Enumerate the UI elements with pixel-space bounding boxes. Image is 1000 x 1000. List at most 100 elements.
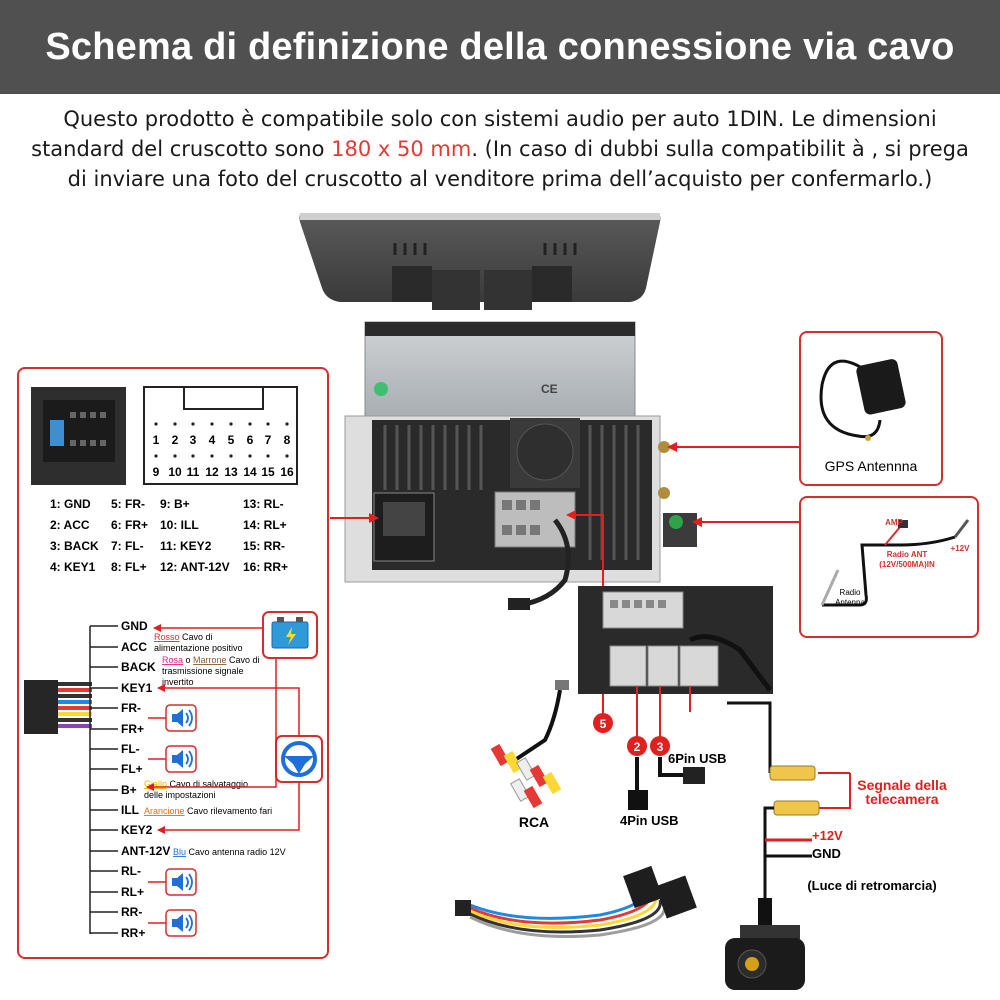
camera-signal-label-2: telecamera <box>865 791 938 807</box>
speaker-icon <box>148 745 197 773</box>
battery-icon <box>262 611 318 659</box>
intro-line-2-post: . (In caso di dubbi sulla compatibilit à… <box>471 137 969 161</box>
wire-label: FR+ <box>121 722 144 736</box>
wire-label: FR- <box>121 701 141 715</box>
svg-text:3: 3 <box>657 740 664 754</box>
connector-pin-label: 8 <box>284 433 291 447</box>
usb4-label: 4Pin USB <box>620 813 679 828</box>
chassis <box>364 321 636 418</box>
pin-table-cell: 8: FL+ <box>111 560 147 574</box>
note-bplus-line2: delle impostazioni <box>144 790 216 800</box>
wire-label: ANT-12V <box>121 844 170 858</box>
connector-pin-label: 10 <box>168 465 182 479</box>
connector-pin-label: 3 <box>190 433 197 447</box>
connector-pin-label: 13 <box>224 465 238 479</box>
pin-table-cell: 4: KEY1 <box>50 560 96 574</box>
reverse-light-label: (Luce di retromarcia) <box>807 878 936 893</box>
badge-2: 2 <box>627 736 647 756</box>
usb6-label: 6Pin USB <box>668 751 727 766</box>
pin-table-cell: 3: BACK <box>50 539 99 553</box>
connector-pin-label: 12 <box>205 465 219 479</box>
intro-line-2-pre: standard del cruscotto sono <box>31 137 332 161</box>
speaker-icon <box>148 868 197 896</box>
connector-pin-label: 11 <box>187 465 200 479</box>
wire-label: ILL <box>121 803 139 817</box>
svg-text:2: 2 <box>634 740 641 754</box>
intro-text: Questo prodotto è compatibile solo con s… <box>10 104 990 194</box>
pin-table-cell: 14: RL+ <box>243 518 287 532</box>
connector-pin-label: 14 <box>243 465 257 479</box>
wire-label: RR+ <box>121 926 145 940</box>
radio-ant-label-1: Radio ANT <box>887 550 928 559</box>
header-banner: Schema di definizione della connessione … <box>0 0 1000 94</box>
pin-panel <box>17 367 329 959</box>
radio-ant-label-2: (12V/500MA)IN <box>879 560 935 569</box>
pin-table-cell: 16: RR+ <box>243 560 288 574</box>
speaker-icon <box>148 704 197 732</box>
radio-label-2: Antenna <box>835 598 865 607</box>
badge-3: 3 <box>650 736 670 756</box>
wire-notes: Rosso Cavo di alimentazione positivo Ros… <box>144 632 286 857</box>
note-bplus-line1: Giallo Cavo di salvataggio <box>144 779 248 789</box>
note-ant: Blu Cavo antenna radio 12V <box>173 847 286 857</box>
wire-label: KEY1 <box>121 681 153 695</box>
page-title: Schema di definizione della connessione … <box>45 25 955 68</box>
camera-plus12v-label: +12V <box>812 828 843 843</box>
connector-pin-label: 15 <box>261 465 275 479</box>
intro-line-3: di inviare una foto del cruscotto al ven… <box>67 167 933 191</box>
connector-pin-label: 5 <box>228 433 235 447</box>
wire-label: GND <box>121 619 148 633</box>
note-back-line1: Rosa o Marrone Cavo di <box>162 655 260 665</box>
speaker-icon <box>148 909 197 937</box>
radio-antenna-panel <box>799 496 979 638</box>
ce-mark: CE <box>541 382 558 396</box>
pin-table-cell: 7: FL- <box>111 539 144 553</box>
connector-pin-label: 6 <box>247 433 254 447</box>
pin-table-cell: 15: RR- <box>243 539 285 553</box>
wire-label: B+ <box>121 783 137 797</box>
usb-cables-image <box>628 757 705 810</box>
head-unit: CE <box>299 213 697 610</box>
gps-antenna-image <box>819 359 906 441</box>
wire-list: GNDACCBACKKEY1FR-FR+FL-FL+B+ILLKEY2ANT-1… <box>90 619 170 940</box>
wire-label: FL- <box>121 742 140 756</box>
pin-table-cell: 11: KEY2 <box>160 539 212 553</box>
note-acc-line2: alimentazione positivo <box>154 643 243 653</box>
wire-label: BACK <box>121 660 156 674</box>
rca-label: RCA <box>519 814 549 830</box>
plus12v-label: +12V <box>951 544 971 553</box>
pin-table-cell: 13: RL- <box>243 497 284 511</box>
pin-table-cell: 12: ANT-12V <box>160 560 230 574</box>
badge-5: 5 <box>593 713 613 733</box>
pin-table-cell: 5: FR- <box>111 497 145 511</box>
harness-plug <box>24 680 92 734</box>
connector-pin-label: 2 <box>172 433 179 447</box>
pin-table-cell: 2: ACC <box>50 518 90 532</box>
radio-label-1: Radio <box>840 588 861 597</box>
steering-wheel-icon <box>275 735 323 783</box>
wire-label: RL+ <box>121 885 144 899</box>
pin-table-cell: 6: FR+ <box>111 518 148 532</box>
intro-line-1: Questo prodotto è compatibile solo con s… <box>63 107 937 131</box>
wire-label: FL+ <box>121 762 143 776</box>
rear-camera-image <box>725 898 805 990</box>
pin-table-cell: 1: GND <box>50 497 91 511</box>
wire-label: RR- <box>121 905 142 919</box>
amp-label: AMP <box>885 518 903 527</box>
dimension-highlight: 180 x 50 mm <box>331 137 472 161</box>
svg-text:5: 5 <box>600 717 607 731</box>
speaker-icons <box>148 704 197 937</box>
camera-gnd-label: GND <box>812 846 841 861</box>
connector-pin-label: 7 <box>265 433 272 447</box>
pin-table-cell: 9: B+ <box>160 497 190 511</box>
connector-outline <box>143 386 298 485</box>
connector-pin-label: 4 <box>209 433 216 447</box>
rear-port-closeup <box>578 586 773 694</box>
note-ill: Arancione Cavo rilevamento fari <box>144 806 272 816</box>
connector-pin-label: 9 <box>153 465 160 479</box>
rca-cable-image <box>490 680 569 809</box>
gps-label: GPS Antennna <box>825 458 918 474</box>
